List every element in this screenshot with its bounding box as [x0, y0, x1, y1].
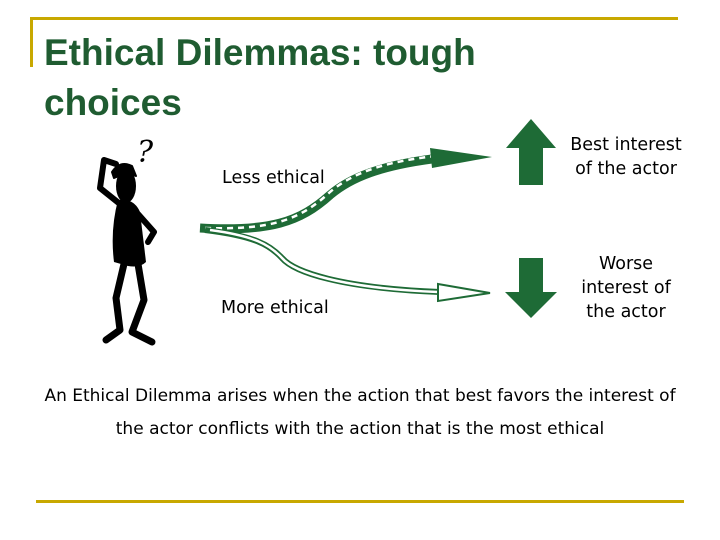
explanation-text: An Ethical Dilemma arises when the actio… — [44, 386, 676, 439]
slide-title: Ethical Dilemmas: tough choices — [44, 32, 476, 123]
less-ethical-arrowhead — [430, 148, 492, 168]
question-mark: ? — [137, 135, 154, 170]
more-ethical-arrowhead — [437, 282, 491, 303]
left-rule — [30, 17, 33, 67]
green-up-arrow-icon — [506, 119, 556, 185]
best-interest-label: Best interest of the actor — [570, 135, 682, 179]
less-ethical-arrow-line — [204, 154, 437, 230]
dilemma-diagram: ? — [97, 119, 557, 346]
green-down-arrow-icon — [505, 258, 557, 318]
bottom-rule — [36, 500, 684, 503]
more-ethical-arrow-inner — [209, 228, 439, 294]
top-rule — [30, 17, 678, 20]
worse-interest-label: Worse interest of the actor — [581, 254, 671, 322]
more-ethical-label: More ethical — [221, 298, 329, 318]
more-ethical-arrow — [204, 227, 441, 295]
less-ethical-label: Less ethical — [222, 168, 325, 188]
thinking-stick-figure-icon: ? — [97, 135, 157, 346]
